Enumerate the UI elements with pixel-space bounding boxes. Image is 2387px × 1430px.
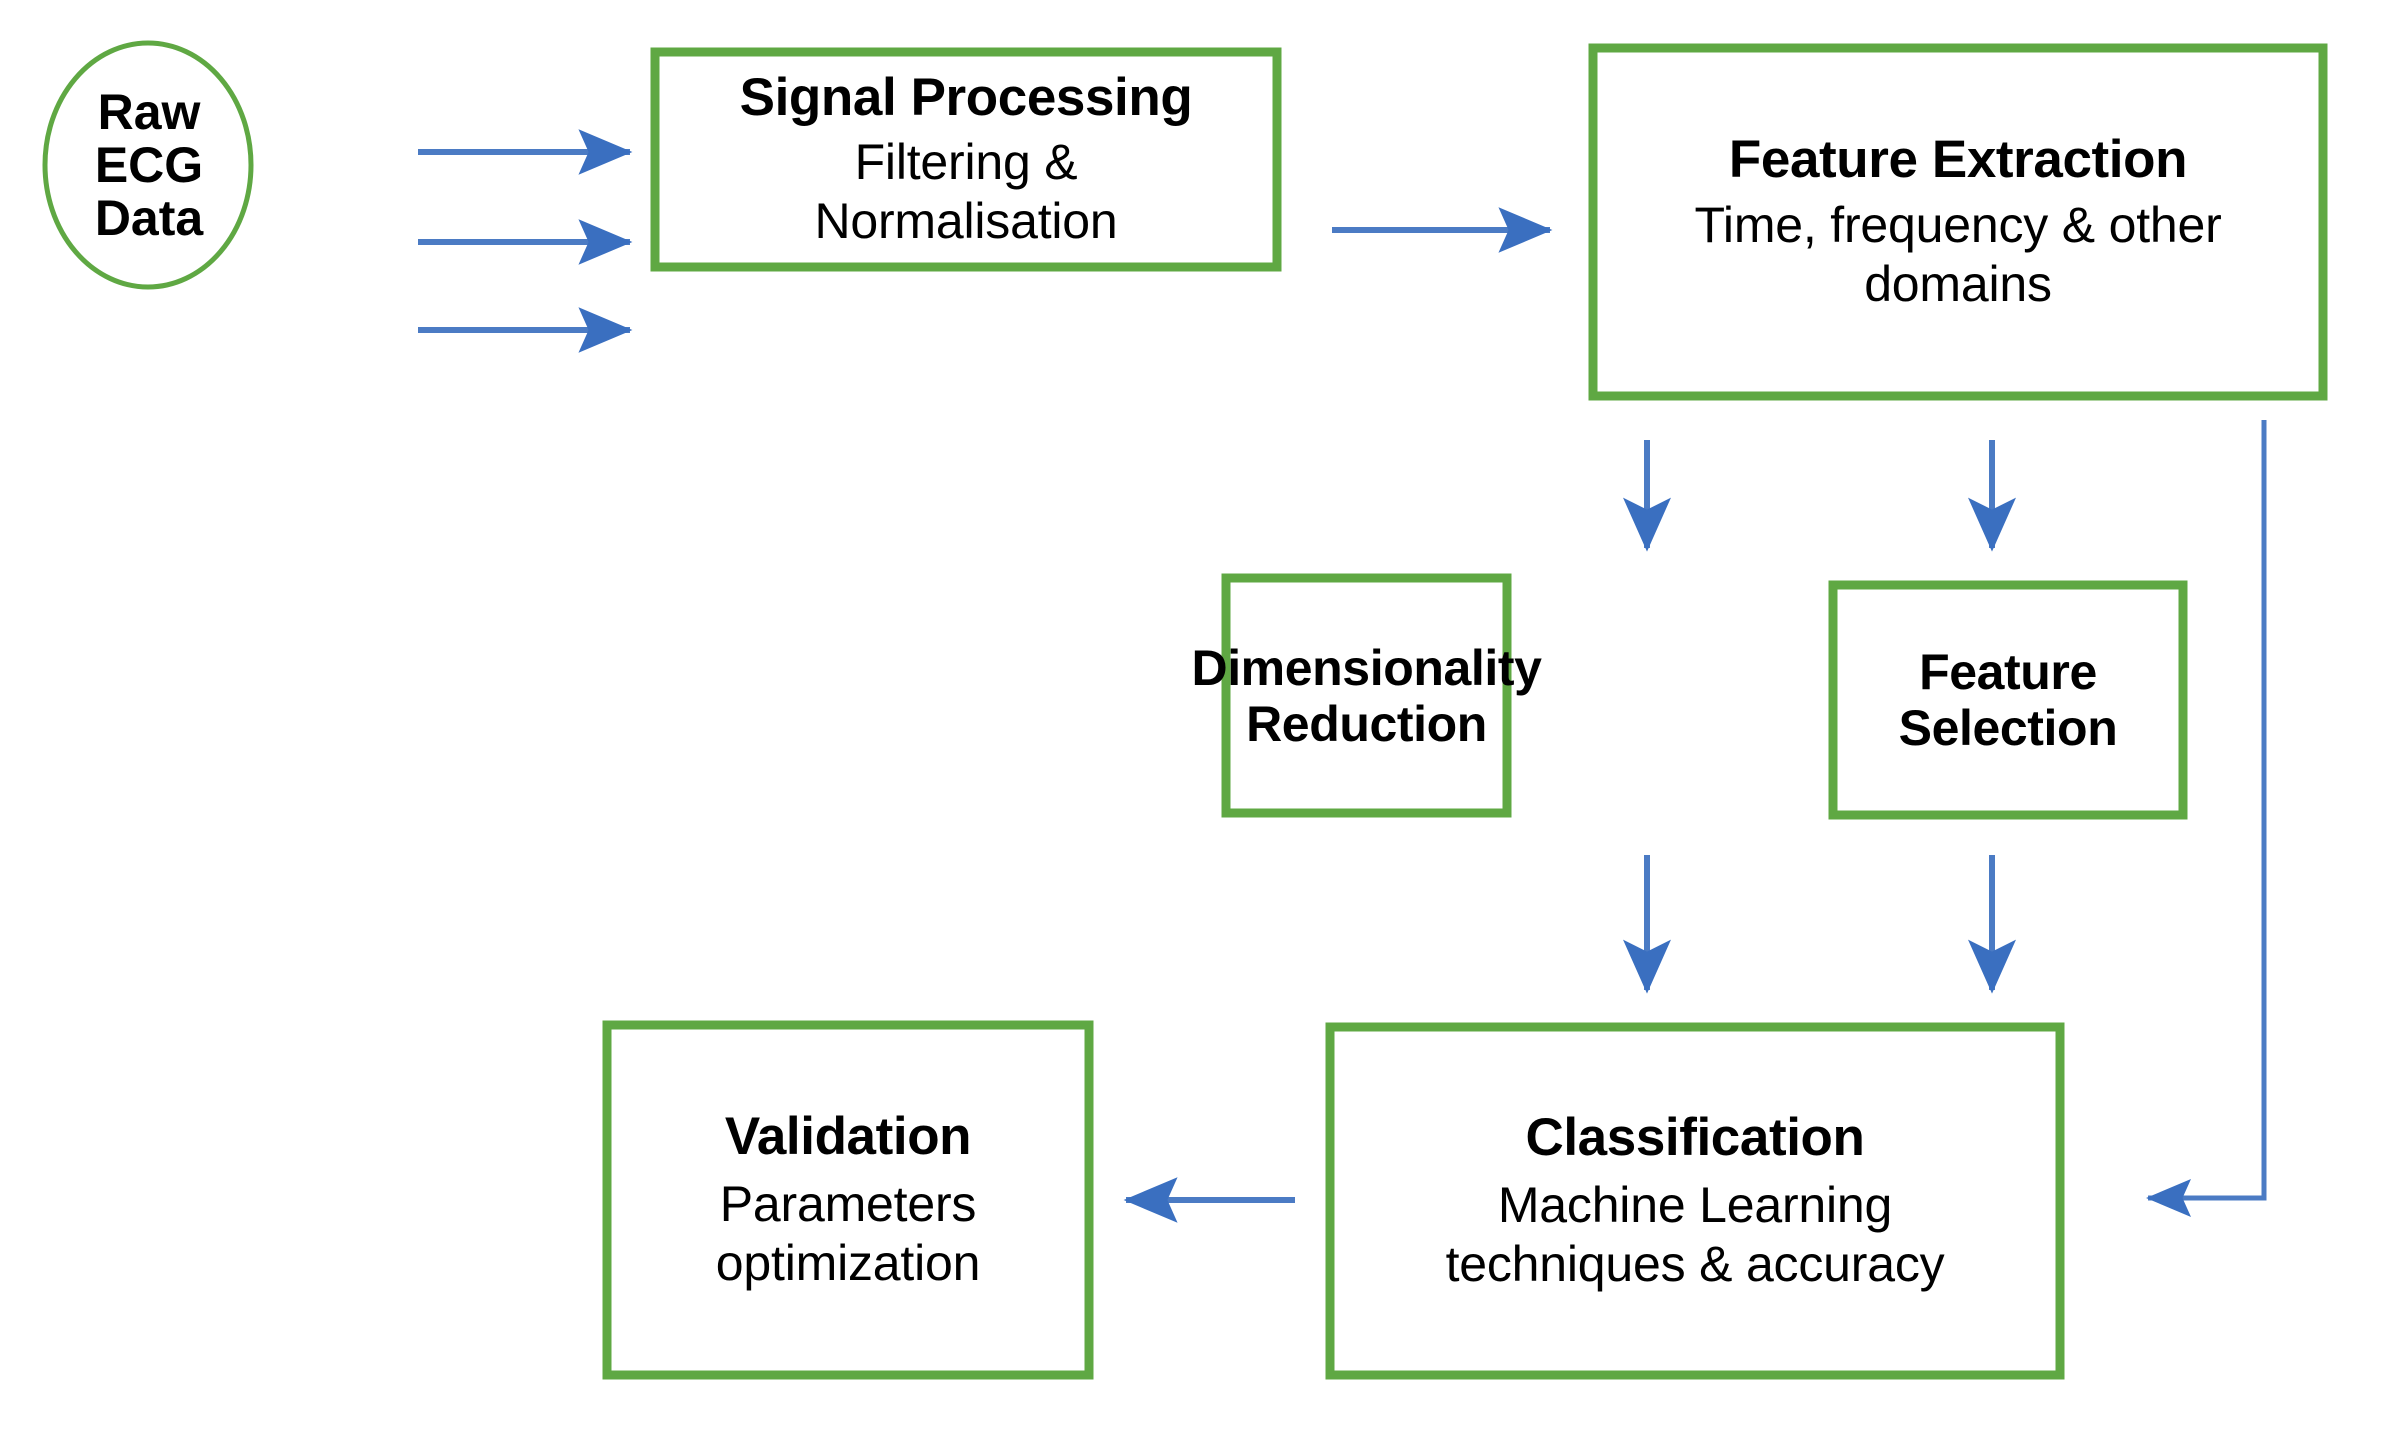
node-feature-selection xyxy=(1828,580,2188,820)
node-dimensionality-reduction xyxy=(1221,573,1512,818)
edge-feature-extraction-to-classification xyxy=(2146,420,2267,1217)
node-feature-extraction xyxy=(1588,43,2328,401)
node-classification xyxy=(1325,1022,2065,1380)
node-raw-ecg-data xyxy=(42,40,254,290)
node-signal-processing xyxy=(650,47,1282,272)
node-validation xyxy=(602,1020,1094,1380)
